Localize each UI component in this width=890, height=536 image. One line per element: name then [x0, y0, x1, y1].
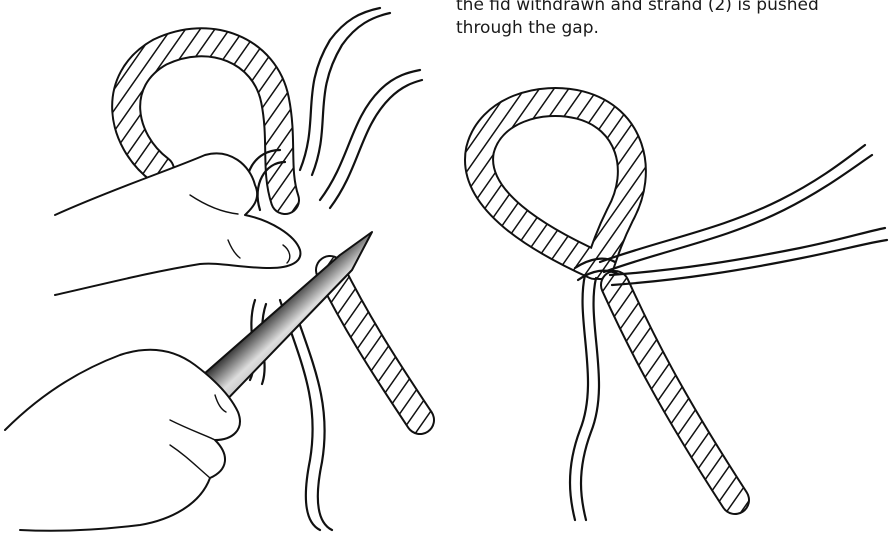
right-illustration: [479, 102, 887, 520]
lower-hand: [5, 350, 240, 531]
left-illustration: [5, 8, 422, 531]
